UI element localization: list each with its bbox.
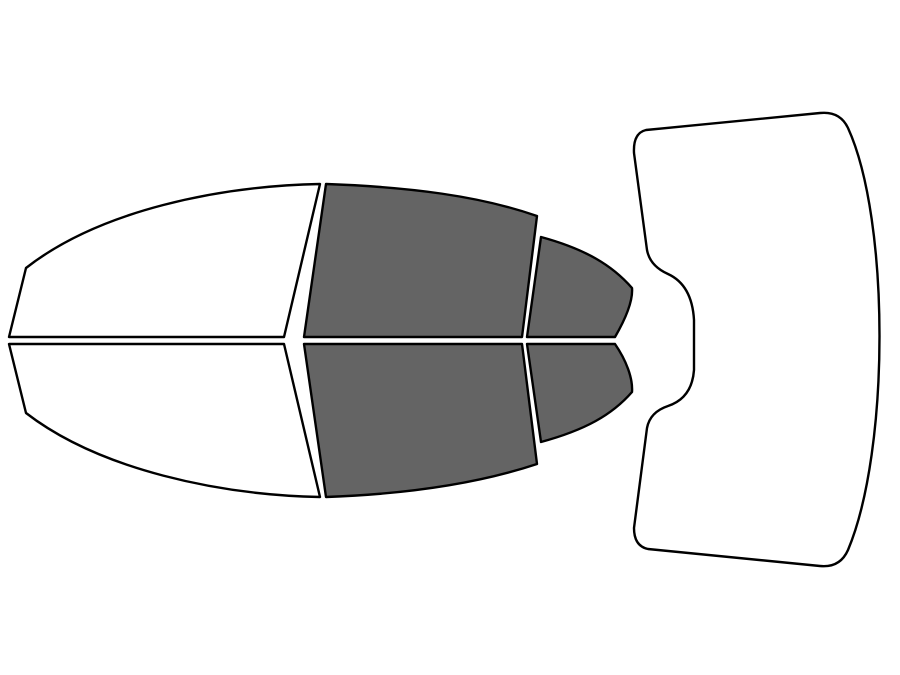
front-door-window-bottom — [302, 342, 539, 499]
front-door-window-top — [302, 182, 539, 339]
rear-door-window-bottom — [525, 342, 634, 444]
windshield-upper-half — [7, 182, 322, 339]
rear-window — [632, 111, 881, 568]
rear-door-window-top — [525, 235, 634, 339]
windshield-lower-half — [7, 342, 322, 499]
